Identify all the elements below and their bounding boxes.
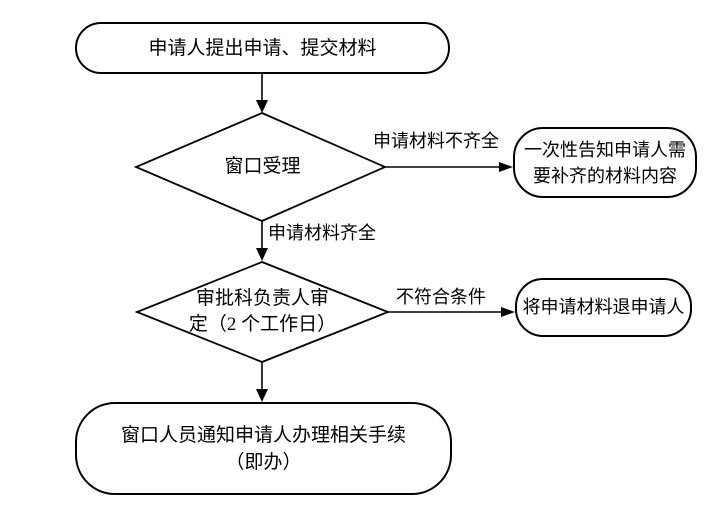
node-end-line1: 窗口人员通知申请人办理相关手续: [120, 424, 406, 446]
arrowhead-acceptance-to-notify: [499, 162, 513, 172]
node-notify-missing: 一次性告知申请人需 要补齐的材料内容: [513, 127, 697, 198]
arrowhead-review-to-return: [501, 307, 515, 317]
node-end: 窗口人员通知申请人办理相关手续 （即办）: [75, 402, 452, 495]
node-end-line2: （即办）: [225, 451, 302, 473]
edge-label-materials-complete: 申请材料齐全: [268, 223, 376, 243]
node-notify-missing-line1: 一次性告知申请人需: [524, 139, 686, 160]
node-window-acceptance: 窗口受理: [150, 120, 375, 214]
arrowhead-start-to-acceptance: [256, 100, 268, 113]
arrowhead-acceptance-to-review: [256, 248, 268, 261]
edge-label-materials-incomplete: 申请材料不齐全: [373, 131, 499, 151]
node-review-line2: 定（2 个工作日）: [188, 314, 337, 335]
node-window-acceptance-label: 窗口受理: [224, 156, 301, 177]
node-review: 审批科负责人审 定（2 个工作日）: [150, 265, 375, 359]
node-notify-missing-line2: 要补齐的材料内容: [533, 165, 677, 186]
node-review-line1: 审批科负责人审: [195, 288, 329, 309]
node-start-label: 申请人提出申请、提交材料: [148, 37, 377, 59]
edge-label-not-qualified: 不符合条件: [396, 287, 486, 307]
node-return-materials-label: 将申请材料退申请人: [522, 297, 685, 317]
node-start: 申请人提出申请、提交材料: [75, 22, 450, 74]
arrowhead-review-to-end: [256, 389, 268, 402]
node-return-materials: 将申请材料退申请人: [515, 278, 692, 337]
